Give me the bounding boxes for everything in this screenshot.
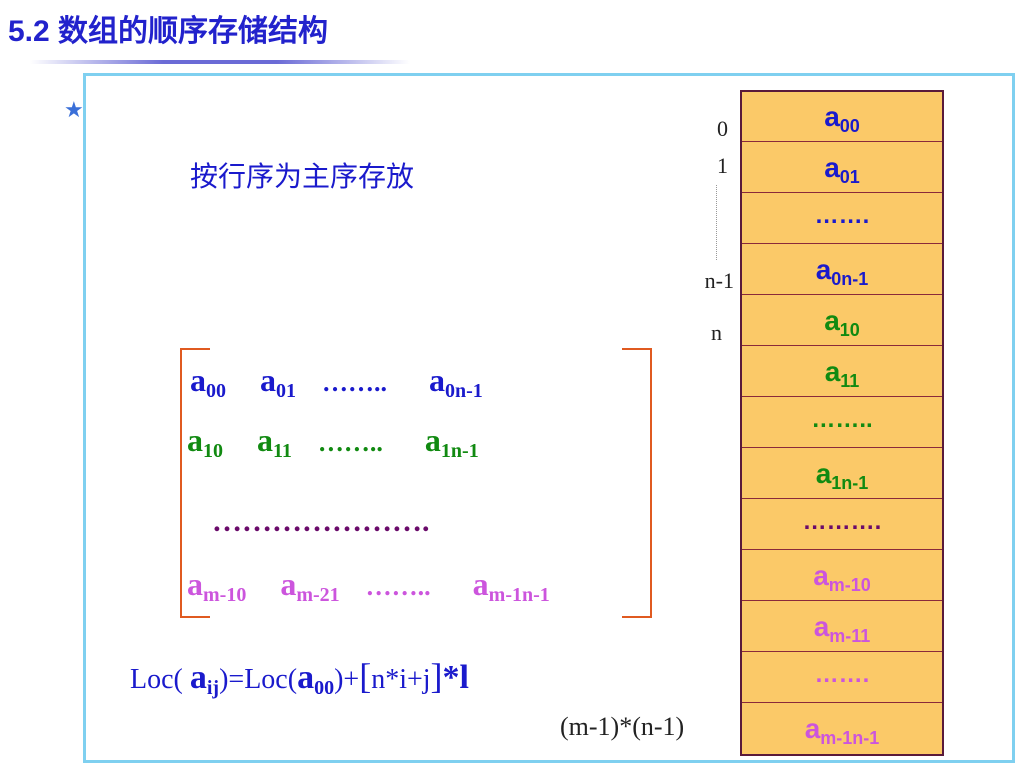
matrix-middle-ellipsis: …………………. — [212, 505, 430, 538]
matrix-element: a11 — [257, 422, 292, 462]
matrix-right-bracket — [622, 348, 652, 618]
matrix-ellipsis: …….. — [317, 428, 383, 457]
memory-cell: a1n-1 — [742, 449, 942, 499]
matrix-element: a00 — [190, 362, 226, 402]
index-dotted-line — [716, 185, 717, 260]
matrix-row-1: a10 a11 …….. a1n-1 — [187, 422, 479, 463]
matrix-ellipsis: …….. — [365, 572, 431, 601]
memory-cell: am-11 — [742, 602, 942, 652]
memory-cell-ellipsis: ………. — [742, 500, 942, 550]
address-formula: Loc( aij)=Loc(a00)+[n*i+j]*l — [130, 656, 469, 699]
memory-index-label: 0 — [717, 116, 728, 141]
matrix-row-last: am-10 am-21 …….. am-1n-1 — [187, 566, 550, 607]
memory-cell: a11 — [742, 347, 942, 397]
memory-cell: a00 — [742, 92, 942, 142]
matrix-element: a0n-1 — [429, 362, 483, 402]
memory-cell-ellipsis: ……. — [742, 194, 942, 244]
matrix-left-bracket — [180, 348, 210, 618]
memory-index-label: 1 — [717, 153, 728, 178]
row-major-caption: 按行序为主序存放 — [190, 160, 415, 193]
memory-column: a00 a01 ……. a0n-1 a10 a11 …….. a1n-1 ………… — [740, 90, 944, 756]
memory-cell-ellipsis: ……. — [742, 653, 942, 703]
matrix-element: am-1n-1 — [472, 566, 550, 606]
content-frame — [83, 73, 1015, 763]
title-underline — [30, 60, 410, 64]
memory-cell: am-1n-1 — [804, 713, 880, 748]
memory-cell: a0n-1 — [742, 245, 942, 295]
matrix-element: am-10 — [187, 566, 247, 606]
matrix-element: am-21 — [280, 566, 340, 606]
matrix-row-0: a00 a01 …….. a0n-1 — [190, 362, 483, 403]
memory-index-label: n-1 — [704, 268, 734, 293]
matrix-element: a10 — [187, 422, 223, 462]
matrix-element: a01 — [260, 362, 296, 402]
element-count-label: (m-1)*(n-1) — [560, 712, 685, 741]
memory-cell-ellipsis: …….. — [742, 398, 942, 448]
memory-cell: a10 — [742, 296, 942, 346]
memory-index-label: n — [711, 320, 722, 345]
matrix-ellipsis: …….. — [322, 368, 387, 397]
memory-cell: a01 — [742, 143, 942, 193]
bullet-star-icon: ★ — [64, 98, 84, 123]
memory-cell: am-10 — [742, 551, 942, 601]
matrix-element: a1n-1 — [424, 422, 479, 462]
slide-title: 5.2 数组的顺序存储结构 — [8, 15, 329, 48]
